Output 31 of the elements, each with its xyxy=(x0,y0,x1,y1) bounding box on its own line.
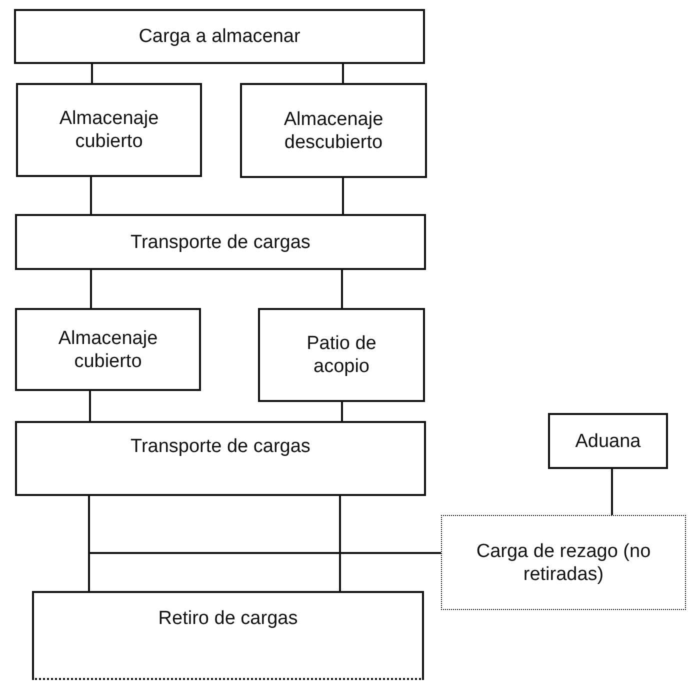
connector-line xyxy=(339,496,341,591)
process-box xyxy=(15,308,201,391)
process-box xyxy=(258,308,425,402)
box-label: Almacenaje cubierto xyxy=(58,107,160,153)
box-label: Carga a almacenar xyxy=(138,25,300,48)
connector-line xyxy=(341,402,343,421)
process-box xyxy=(15,421,426,496)
process-box xyxy=(441,515,686,610)
connector-line xyxy=(342,64,344,83)
connector-line xyxy=(341,270,343,308)
process-box xyxy=(15,214,426,270)
connector-line xyxy=(91,64,93,83)
connector-line xyxy=(342,178,344,214)
box-label: Carga de rezago (no retiradas) xyxy=(475,540,652,586)
box-label: Transporte de cargas xyxy=(130,435,310,458)
box-label: Aduana xyxy=(575,430,641,452)
connector-line xyxy=(88,552,441,591)
box-label: Almacenaje cubierto xyxy=(57,326,159,372)
box-label: Retiro de cargas xyxy=(158,607,298,630)
connector-line xyxy=(89,391,91,421)
process-box xyxy=(14,9,425,64)
box-label: Transporte de cargas xyxy=(130,230,310,254)
process-box xyxy=(240,83,427,178)
box-label: Patio de acopio xyxy=(306,332,378,378)
box-label: Almacenaje descubierto xyxy=(282,108,384,154)
process-box xyxy=(32,591,424,680)
connector-line xyxy=(90,270,92,308)
connector-line xyxy=(90,177,92,214)
process-box xyxy=(16,83,202,177)
process-box xyxy=(548,413,668,469)
connector-line xyxy=(611,469,613,515)
